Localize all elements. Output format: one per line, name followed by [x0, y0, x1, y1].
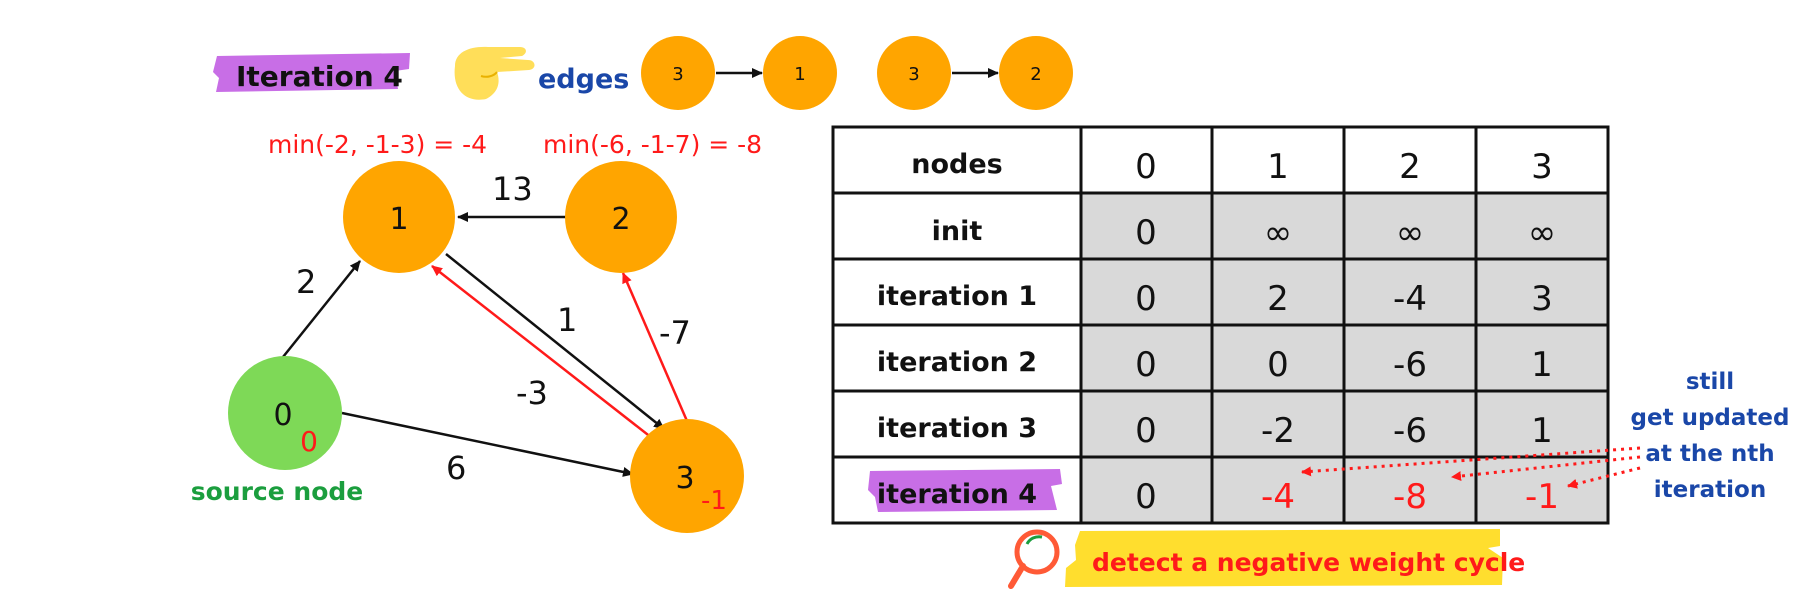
cell-iter4-2: -8: [1393, 477, 1427, 517]
table-header-1: 1: [1267, 147, 1289, 187]
graph-node-3: 3 -1: [630, 419, 744, 533]
note-line-1: still: [1686, 369, 1734, 395]
cell-iter1-1: 2: [1267, 279, 1289, 319]
chip-node-2-label: 2: [1030, 64, 1041, 85]
weight-3-1: -3: [516, 374, 548, 412]
chip-node-3b: [877, 36, 951, 110]
note-arrow-1: [1301, 446, 1641, 477]
distance-table: nodes 0 1 2 3 init 0 ∞ ∞ ∞ iteration 1 0…: [831, 125, 1610, 525]
chip-node-3b-label: 3: [908, 64, 919, 85]
cell-iter4-0: 0: [1135, 477, 1157, 517]
graph-node-0-dist: 0: [300, 425, 318, 458]
table-grid: [831, 125, 1610, 525]
still-updated-note: still get updated at the nth iteration: [1631, 369, 1790, 503]
graph-node-3-dist: -1: [701, 486, 727, 516]
cell-iter3-1: -2: [1261, 411, 1295, 451]
table-header-2: 2: [1399, 147, 1421, 187]
detect-highlight: [1065, 529, 1503, 587]
graph-node-0: 0 0: [228, 356, 342, 470]
chip-node-1: [763, 36, 837, 110]
note-line-2: get updated: [1631, 405, 1790, 431]
edges-label: edges: [538, 64, 629, 95]
chip-node-3: [641, 36, 715, 110]
graph-edges: [282, 212, 689, 477]
cell-iter3-2: -6: [1393, 411, 1427, 451]
weight-0-3: 6: [446, 449, 466, 487]
cell-iter1-3: 3: [1531, 279, 1553, 319]
edge-chip-3-2: 3 2: [877, 36, 1073, 110]
cell-init-0: 0: [1135, 213, 1157, 253]
edge-3-2: [621, 272, 689, 422]
graph-node-3-label: 3: [675, 461, 694, 496]
note-line-3: at the nth: [1645, 441, 1774, 467]
graph-node-2-label: 2: [611, 202, 630, 237]
pointing-hand-icon: [454, 46, 535, 100]
cell-iter2-3: 1: [1531, 345, 1553, 385]
min-formula-node1: min(-2, -1-3) = -4: [268, 130, 487, 159]
iteration4-row-highlight: [868, 469, 1062, 512]
cell-iter3-3: 1: [1531, 411, 1553, 451]
row-label-iter1: iteration 1: [877, 281, 1037, 312]
cell-iter4-1: -4: [1261, 477, 1295, 517]
cell-init-2: ∞: [1396, 213, 1424, 253]
graph-node-1-label: 1: [389, 202, 408, 237]
edge-3-1: [431, 265, 653, 439]
min-formula-node2: min(-6, -1-7) = -8: [543, 130, 762, 159]
edge-0-1: [282, 260, 361, 358]
cell-iter3-0: 0: [1135, 411, 1157, 451]
iteration-title-text: Iteration 4: [236, 60, 403, 93]
edge-1-3: [445, 253, 665, 430]
row-label-init: init: [932, 216, 983, 247]
chip-node-1-label: 1: [794, 64, 805, 85]
table-header-0: 0: [1135, 147, 1157, 187]
edge-0-3: [341, 411, 634, 477]
row-label-iter2: iteration 2: [877, 347, 1037, 378]
detect-cycle-text: detect a negative weight cycle: [1092, 548, 1525, 577]
weight-0-1: 2: [296, 263, 316, 301]
source-node-label: source node: [191, 477, 364, 506]
cell-iter4-3: -1: [1525, 477, 1559, 517]
chip-node-2: [999, 36, 1073, 110]
row-label-iter4: iteration 4: [877, 479, 1037, 510]
row-label-iter3: iteration 3: [877, 413, 1037, 444]
graph-node-2: 2: [565, 161, 677, 273]
cell-iter1-2: -4: [1393, 279, 1427, 319]
cell-init-3: ∞: [1528, 213, 1556, 253]
iteration-title: Iteration 4: [213, 53, 410, 93]
weight-1-3: 1: [557, 301, 577, 339]
magnifier-icon: [1008, 529, 1060, 589]
graph-node-0-label: 0: [273, 398, 292, 433]
cell-iter2-1: 0: [1267, 345, 1289, 385]
weight-3-2: -7: [659, 314, 691, 352]
table-header-3: 3: [1531, 147, 1553, 187]
edge-chip-3-1: 3 1: [641, 36, 837, 110]
cell-iter2-2: -6: [1393, 345, 1427, 385]
cell-init-1: ∞: [1264, 213, 1292, 253]
weight-2-1: 13: [492, 170, 533, 208]
table-header-nodes: nodes: [911, 149, 1002, 180]
chip-node-3-label: 3: [672, 64, 683, 85]
cell-iter1-0: 0: [1135, 279, 1157, 319]
graph-node-1: 1: [343, 161, 455, 273]
note-arrows: [1301, 446, 1641, 489]
note-line-4: iteration: [1654, 477, 1766, 503]
cell-iter2-0: 0: [1135, 345, 1157, 385]
